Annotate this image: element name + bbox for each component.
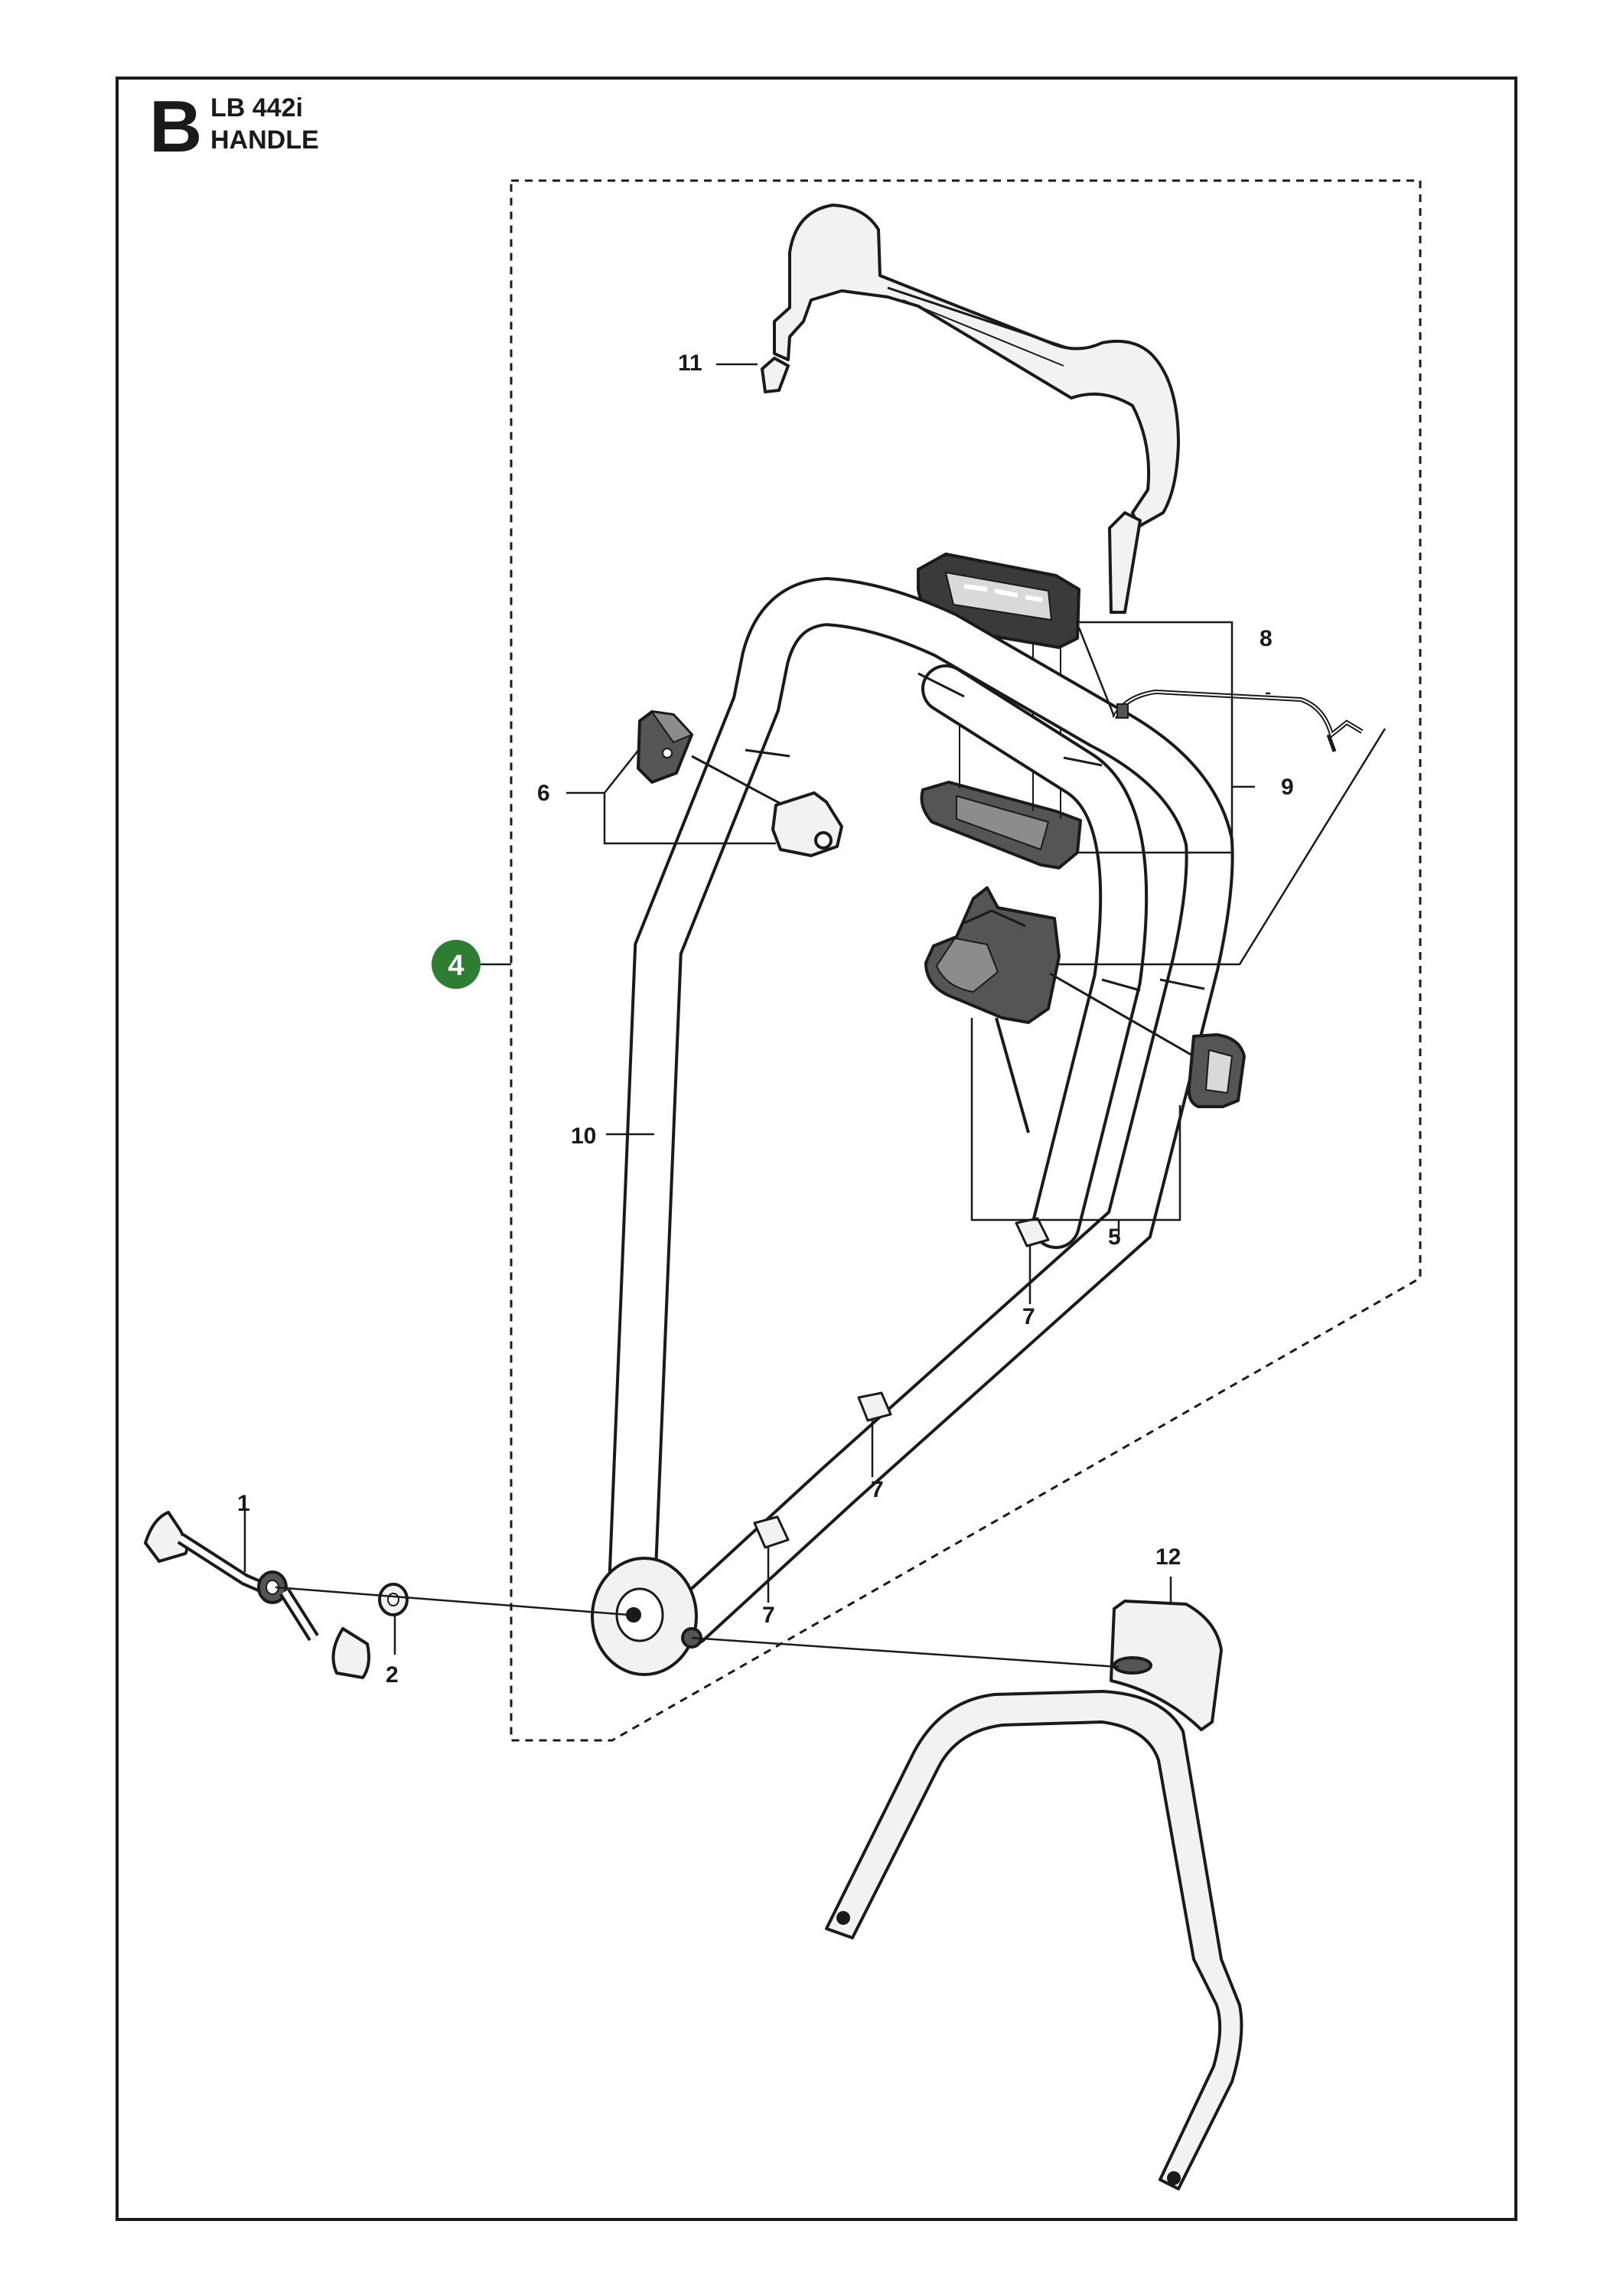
callout-11: 11 [678, 351, 702, 376]
wire-harness [1112, 689, 1364, 752]
callout-7-lower: 7 [762, 1603, 775, 1628]
callout-8: 8 [1260, 626, 1273, 651]
washer [378, 1583, 409, 1616]
throttle-grip [924, 886, 1246, 1133]
callout-12: 12 [1155, 1544, 1181, 1570]
callout-2: 2 [386, 1662, 399, 1688]
tube-clips [753, 1217, 1050, 1549]
callout-5: 5 [1108, 1225, 1121, 1250]
assembly-boundary [510, 179, 1422, 1742]
assembly-badge: 4 [432, 940, 511, 989]
callout-7-middle: 7 [871, 1477, 884, 1502]
control-panel-bottom [920, 781, 1082, 869]
callout-9: 9 [1281, 775, 1294, 800]
section-title: HANDLE [210, 126, 319, 155]
callout-10: 10 [571, 1124, 596, 1149]
page-frame [116, 77, 1517, 2221]
model-name: LB 442i [210, 93, 303, 122]
pivot-hub [591, 1557, 702, 1676]
leader-lines [243, 363, 1387, 1668]
assembly-number: 4 [448, 950, 464, 982]
handle-clamp-knob [637, 710, 843, 857]
callout-1: 1 [237, 1491, 250, 1516]
section-letter: B [149, 86, 203, 168]
upper-handle-bar [761, 204, 1180, 614]
tube-seams [745, 672, 1205, 992]
callout-6: 6 [537, 781, 550, 806]
callout-7-upper: 7 [1022, 1304, 1035, 1329]
support-hoop [825, 1600, 1243, 2190]
main-handle-tube [607, 576, 1234, 1647]
adjustment-knob-assembly [144, 1511, 370, 1679]
